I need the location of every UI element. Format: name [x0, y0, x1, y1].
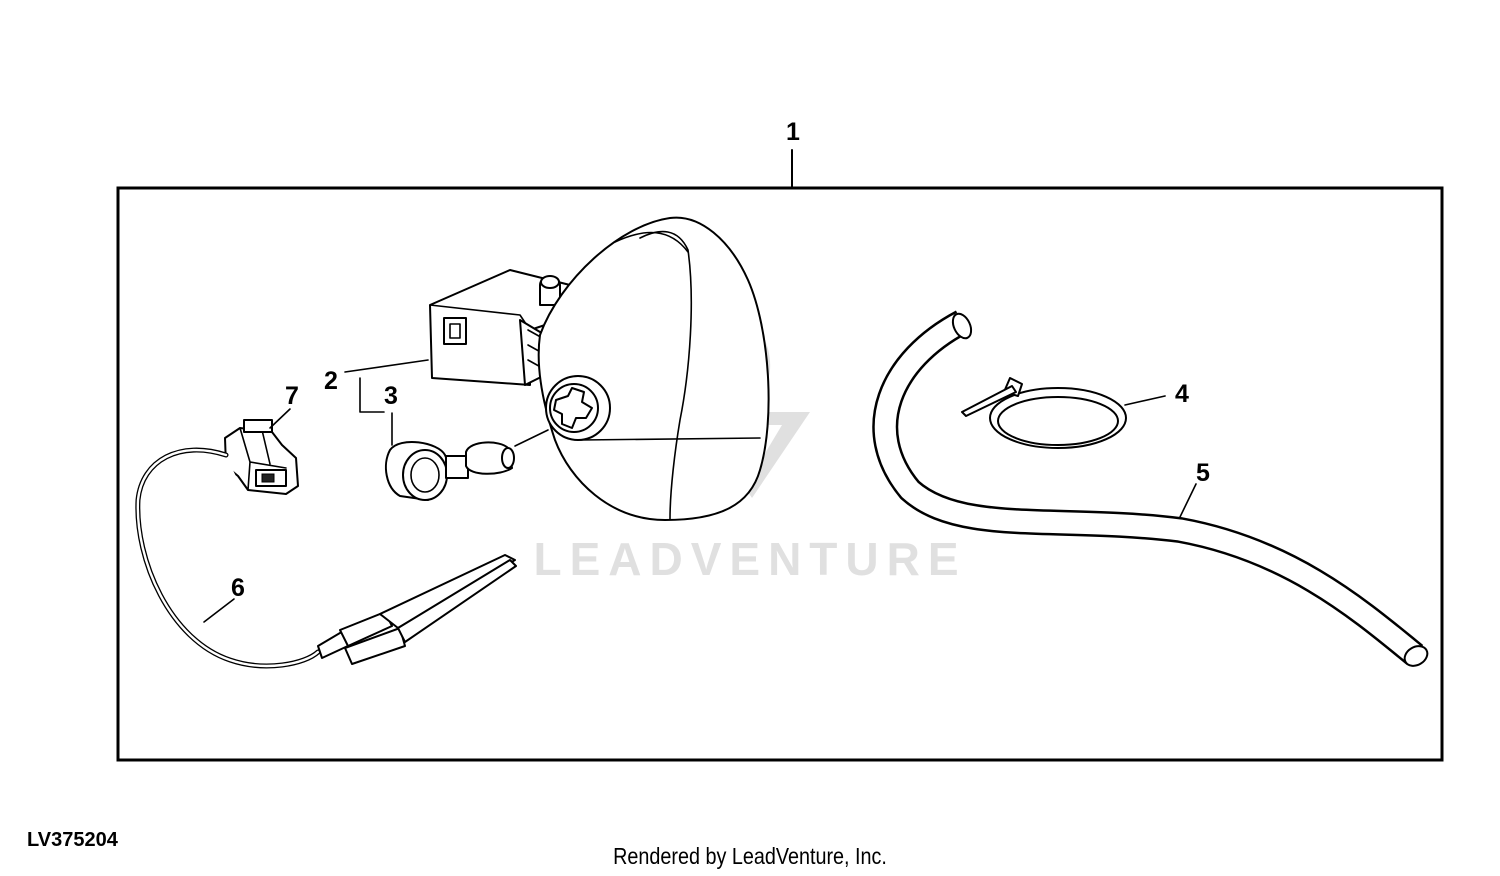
- diagram-id: LV375204: [27, 829, 118, 851]
- hose-clamp: [961, 377, 1127, 449]
- callout-5: 5: [1196, 459, 1210, 487]
- callout-6: 6: [231, 574, 245, 602]
- leader-lines: [203, 359, 1197, 623]
- callout-7: 7: [285, 382, 299, 410]
- watermark-text: LEADVENTURE: [533, 533, 966, 585]
- render-credit: Rendered by LeadVenture, Inc.: [613, 843, 887, 869]
- work-light-housing: [537, 216, 770, 521]
- conduit-hose: [872, 310, 1429, 667]
- kit-frame: [116, 186, 1444, 762]
- callout-1: 1: [786, 118, 800, 146]
- bulb-socket: [384, 429, 549, 501]
- callout-2: 2: [324, 367, 338, 395]
- callout-4: 4: [1175, 380, 1189, 408]
- connector-plug: [224, 419, 299, 495]
- wire-harness: [135, 447, 517, 669]
- callout-3: 3: [384, 382, 398, 410]
